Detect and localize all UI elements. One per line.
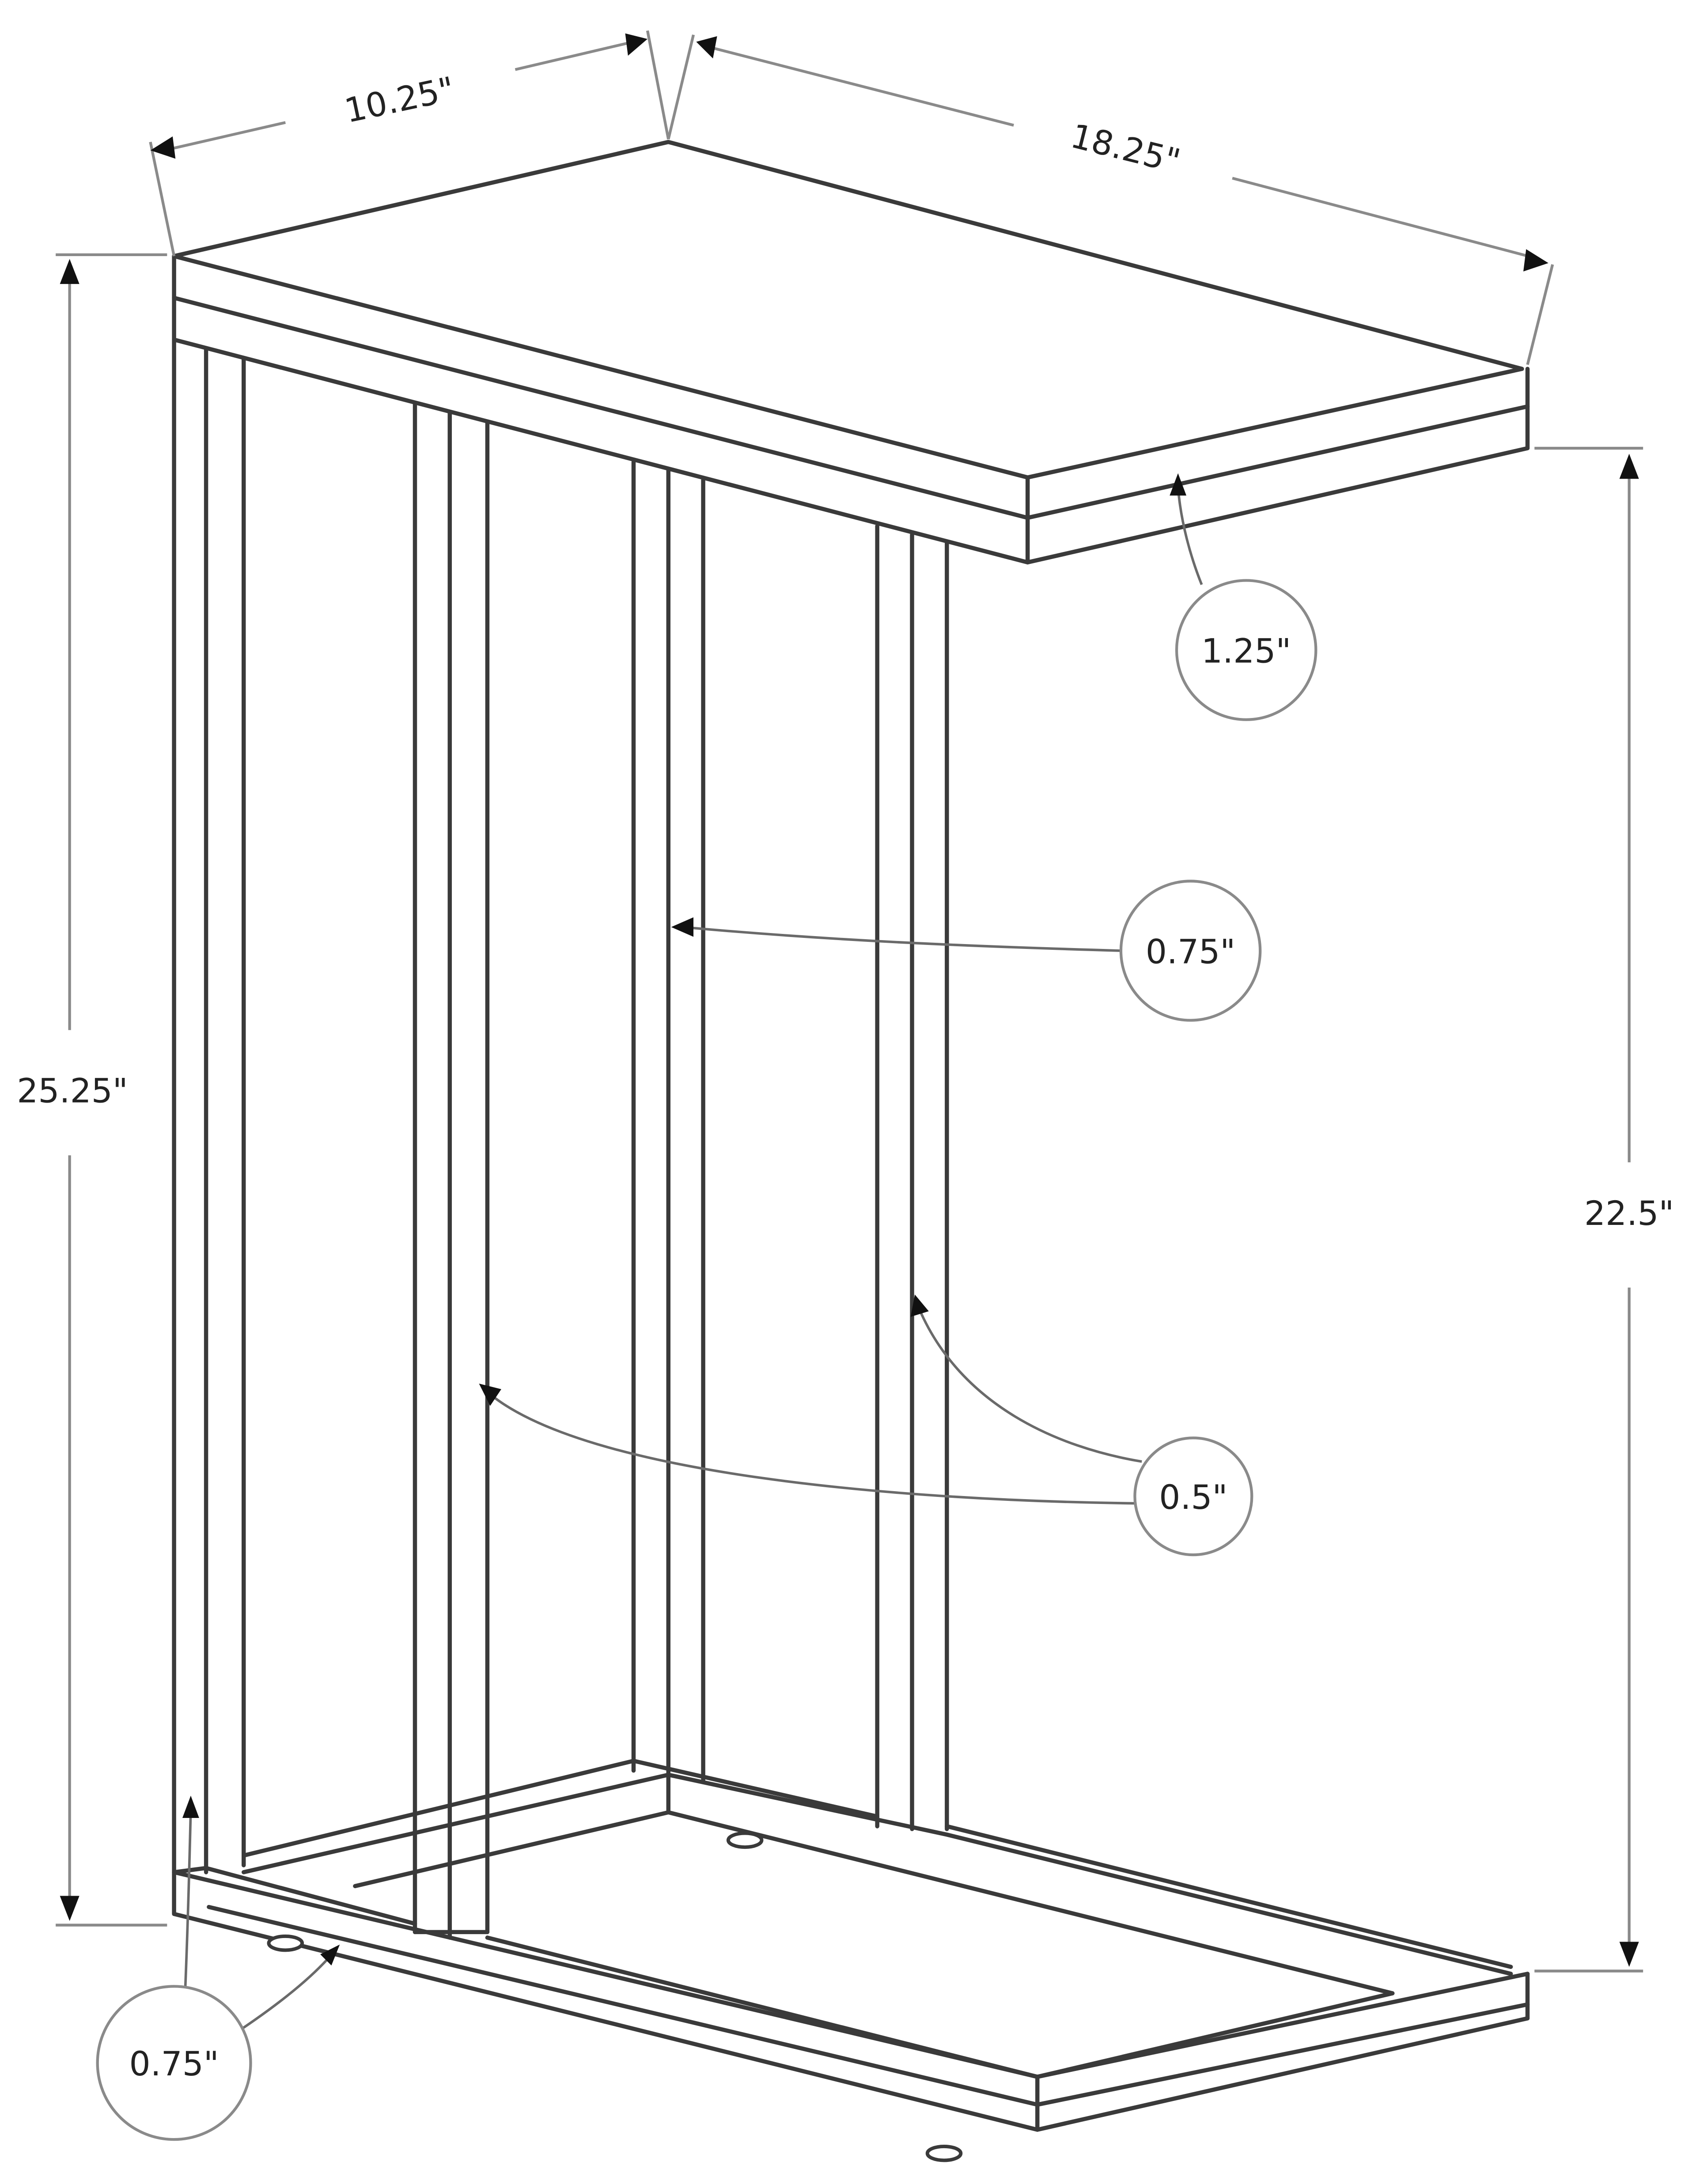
table-top xyxy=(172,140,1530,565)
foot-back-middle xyxy=(726,1831,764,1849)
foot-front-left xyxy=(267,1934,304,1952)
dimension-label-top-length: 18.25" xyxy=(1067,117,1184,181)
feet xyxy=(267,1831,963,2162)
left-middle-leg xyxy=(413,401,490,1940)
foot-front-right xyxy=(925,2144,963,2162)
base-frame xyxy=(172,1758,1530,2132)
dimension-clearance-height: 22.5" xyxy=(1534,446,1674,1972)
callout-base-thickness: 0.75" xyxy=(96,1795,340,2141)
left-front-leg xyxy=(172,337,246,1874)
dimension-top-length: 18.25" xyxy=(667,34,1554,365)
callout-leg-inner-width: 0.5" xyxy=(479,1294,1253,1557)
callout-label-leg-width: 0.75" xyxy=(1146,932,1235,971)
dimension-overall-height: 25.25" xyxy=(17,253,167,1927)
dimension-label-clearance-height: 22.5" xyxy=(1584,1194,1674,1233)
dimension-label-overall-height: 25.25" xyxy=(17,1072,128,1111)
right-middle-leg xyxy=(875,524,949,1831)
dimension-top-depth: 10.25" xyxy=(149,30,670,257)
dimension-label-top-depth: 10.25" xyxy=(341,69,458,130)
callout-label-top-thickness: 1.25" xyxy=(1201,632,1291,671)
callout-leg-width: 0.75" xyxy=(671,880,1262,1022)
callout-label-leg-inner-width: 0.5" xyxy=(1159,1478,1227,1517)
callout-label-base-thickness: 0.75" xyxy=(129,2044,219,2083)
right-back-leg xyxy=(631,460,705,1784)
callout-top-thickness: 1.25" xyxy=(1170,473,1317,721)
